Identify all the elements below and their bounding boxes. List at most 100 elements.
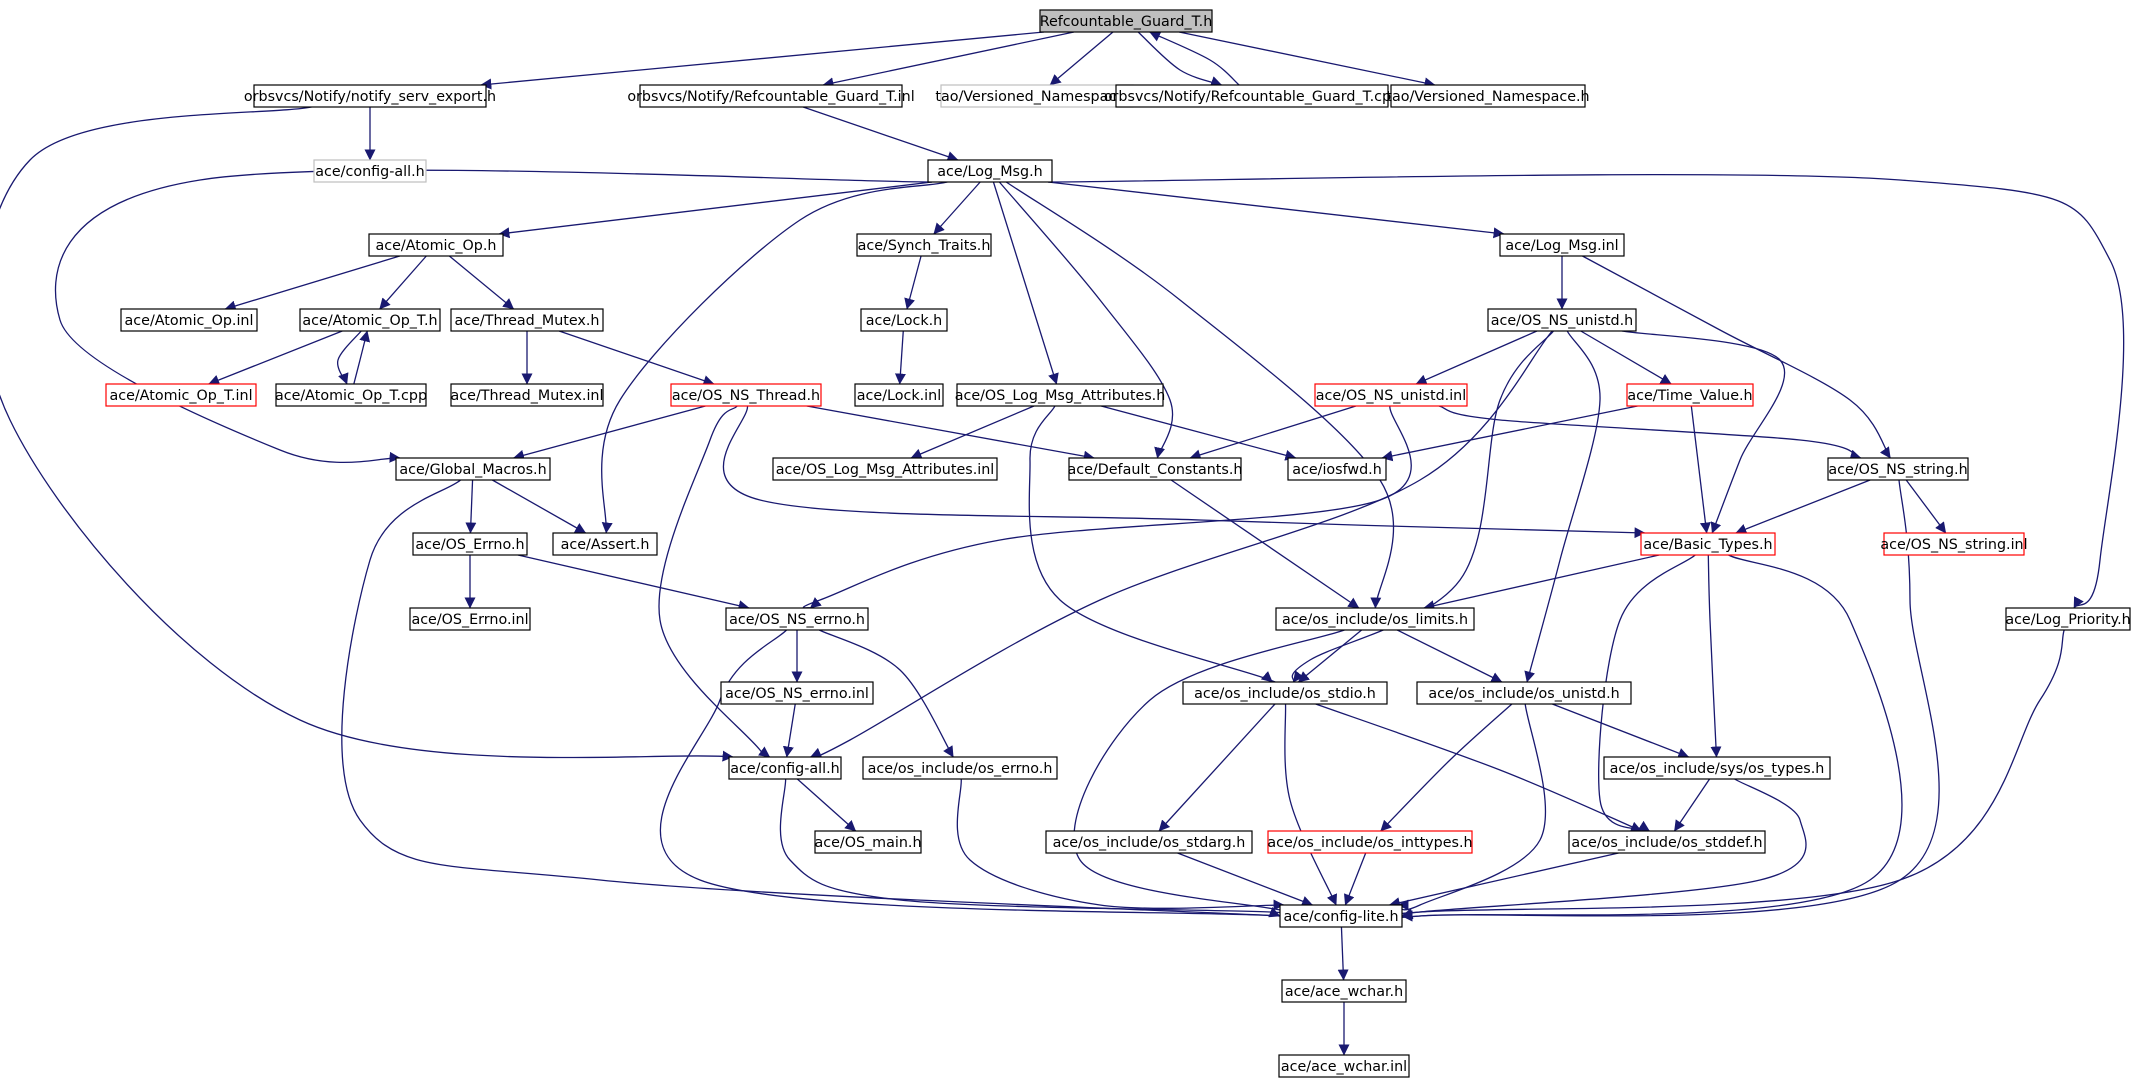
node-global-macros[interactable]: ace/Global_Macros.h (395, 457, 551, 481)
node-iosfwd[interactable]: ace/iosfwd.h (1287, 457, 1387, 481)
node-label: ace/OS_NS_unistd.h (1491, 313, 1633, 329)
node-box (1279, 904, 1403, 928)
node-box (728, 756, 842, 780)
node-box (313, 159, 427, 183)
node-os-ns-unistd[interactable]: ace/OS_NS_unistd.h (1487, 308, 1637, 332)
node-rg-cpp[interactable]: orbsvcs/Notify/Refcountable_Guard_T.cpp (1104, 84, 1400, 108)
node-lock-h[interactable]: ace/Lock.h (860, 308, 948, 332)
edge-thread_mutex-to-os_ns_thread (558, 330, 715, 386)
node-os-errno[interactable]: ace/OS_Errno.h (412, 532, 528, 556)
node-os-main[interactable]: ace/OS_main.h (814, 830, 922, 854)
node-os-ns-errno[interactable]: ace/OS_NS_errno.h (725, 607, 869, 631)
node-os-log-attr-inl[interactable]: ace/OS_Log_Msg_Attributes.inl (772, 457, 998, 481)
edge-os_ns_unistd_inl-to-os_ns_string (1438, 405, 1862, 461)
node-os-unistd[interactable]: ace/os_include/os_unistd.h (1416, 681, 1632, 705)
node-default-consts[interactable]: ace/Default_Constants.h (1068, 457, 1243, 481)
node-synch-traits[interactable]: ace/Synch_Traits.h (856, 233, 992, 257)
edge-os_ns_thread-to-config_all (658, 405, 772, 763)
node-os-errno-inl[interactable]: ace/OS_Errno.inl (409, 607, 531, 631)
edge-time_value-to-basic_types (1690, 405, 1711, 534)
node-os-ns-errno-inl[interactable]: ace/OS_NS_errno.inl (720, 681, 874, 705)
node-label: ace/Lock.h (866, 313, 942, 329)
edge-os_stdio-to-config_lite (1284, 703, 1337, 906)
node-label: ace/OS_NS_errno.h (729, 612, 865, 628)
node-thread-mutex-inl[interactable]: ace/Thread_Mutex.inl (450, 383, 604, 407)
node-config-all[interactable]: ace/config-all.h (728, 756, 842, 780)
edge-rg_cpp-to-root (1149, 31, 1240, 86)
node-box (854, 383, 944, 407)
node-atomic-op-t-cpp[interactable]: ace/Atomic_Op_T.cpp (275, 383, 427, 407)
edge-os_ns_unistd-to-time_value (1580, 330, 1672, 385)
node-atomic-op-t[interactable]: ace/Atomic_Op_T.h (299, 308, 441, 332)
node-box (105, 383, 257, 407)
node-atomic-op-t-inl[interactable]: ace/Atomic_Op_T.inl (105, 383, 257, 407)
node-box (299, 308, 441, 332)
edge-log_msg-to-log_msg_inl (1047, 181, 1505, 239)
node-os-inttypes[interactable]: ace/os_include/os_inttypes.h (1267, 830, 1473, 854)
node-label: ace/Default_Constants.h (1068, 462, 1243, 478)
node-time-value[interactable]: ace/Time_Value.h (1626, 383, 1754, 407)
node-label: ace/Assert.h (561, 537, 650, 553)
node-atomic-op-inl[interactable]: ace/Atomic_Op.inl (120, 308, 258, 332)
node-label: ace/ace_wchar.h (1285, 984, 1403, 1000)
node-box (1278, 1054, 1410, 1078)
node-os-limits[interactable]: ace/os_include/os_limits.h (1275, 607, 1475, 631)
node-os-errno-h[interactable]: ace/os_include/os_errno.h (862, 756, 1058, 780)
node-box (720, 681, 874, 705)
node-label: ace/Atomic_Op.inl (125, 313, 254, 329)
edge-os_log_attr-to-iosfwd (1101, 405, 1297, 461)
edge-log_msg-to-atomic_op (498, 181, 933, 239)
node-rg-inl[interactable]: orbsvcs/Notify/Refcountable_Guard_T.inl (627, 84, 915, 108)
node-label: ace/os_include/os_inttypes.h (1267, 835, 1472, 851)
node-label: ace/os_include/os_stddef.h (1571, 835, 1762, 851)
edge-os_ns_thread-to-basic_types (722, 405, 1646, 539)
node-box (1039, 9, 1213, 33)
node-root: Refcountable_Guard_T.h (1039, 9, 1213, 33)
node-os-ns-string[interactable]: ace/OS_NS_string.h (1827, 457, 1969, 481)
node-os-log-attr[interactable]: ace/OS_Log_Msg_Attributes.h (955, 383, 1166, 407)
node-os-ns-thread[interactable]: ace/OS_NS_Thread.h (670, 383, 822, 407)
node-box (856, 233, 992, 257)
node-os-ns-unistd-inl[interactable]: ace/OS_NS_unistd.inl (1314, 383, 1468, 407)
edge-log_msg-to-global_macros (54, 169, 933, 464)
edge-log_msg-to-assert_h (601, 181, 948, 534)
node-ace-wchar-inl[interactable]: ace/ace_wchar.inl (1278, 1054, 1410, 1078)
node-thread-mutex[interactable]: ace/Thread_Mutex.h (450, 308, 604, 332)
node-label: ace/os_include/os_stdio.h (1194, 686, 1376, 702)
node-box (772, 457, 998, 481)
node-box (1045, 830, 1253, 854)
node-label: ace/Log_Msg.h (937, 164, 1042, 180)
node-atomic-op[interactable]: ace/Atomic_Op.h (368, 233, 504, 257)
node-log-msg[interactable]: ace/Log_Msg.h (927, 159, 1053, 183)
node-ace-wchar[interactable]: ace/ace_wchar.h (1281, 979, 1407, 1003)
node-label: ace/iosfwd.h (1292, 462, 1382, 478)
node-sys-types[interactable]: ace/os_include/sys/os_types.h (1603, 756, 1831, 780)
edge-basic_types-to-sys_types (1707, 554, 1722, 758)
node-box (368, 233, 504, 257)
node-os-stdio[interactable]: ace/os_include/os_stdio.h (1182, 681, 1388, 705)
edge-log_msg-to-log_priority (1047, 173, 2125, 609)
node-notify-export[interactable]: orbsvcs/Notify/notify_serv_export.h (244, 84, 496, 108)
node-box (552, 532, 658, 556)
node-cfg-all-gray: ace/config-all.h (313, 159, 427, 183)
node-config-lite[interactable]: ace/config-lite.h (1279, 904, 1403, 928)
node-label: ace/Thread_Mutex.inl (451, 388, 604, 404)
node-label: orbsvcs/Notify/Refcountable_Guard_T.inl (627, 89, 914, 105)
node-box (1182, 681, 1388, 705)
node-label: ace/config-all.h (730, 761, 839, 777)
node-os-stddef[interactable]: ace/os_include/os_stddef.h (1568, 830, 1766, 854)
edge-os_ns_string-to-basic_types (1735, 479, 1871, 535)
node-log-priority[interactable]: ace/Log_Priority.h (2005, 607, 2131, 631)
node-assert-h[interactable]: ace/Assert.h (552, 532, 658, 556)
node-lock-inl[interactable]: ace/Lock.inl (854, 383, 944, 407)
node-os-ns-string-inl[interactable]: ace/OS_NS_string.inl (1880, 532, 2028, 556)
node-basic-types[interactable]: ace/Basic_Types.h (1640, 532, 1776, 556)
node-tao-vn[interactable]: tao/Versioned_Namespace.h (1386, 84, 1590, 108)
node-label: ace/Atomic_Op_T.h (302, 313, 437, 329)
node-os-stdarg[interactable]: ace/os_include/os_stdarg.h (1045, 830, 1253, 854)
edge-os_ns_thread-to-global_macros (513, 405, 706, 461)
edge-atomic_op-to-thread_mutex (448, 255, 515, 310)
node-box (1568, 830, 1766, 854)
node-log-msg-inl[interactable]: ace/Log_Msg.inl (1499, 233, 1625, 257)
node-tao-vn-gray: tao/Versioned_Namespace.h (935, 84, 1139, 108)
